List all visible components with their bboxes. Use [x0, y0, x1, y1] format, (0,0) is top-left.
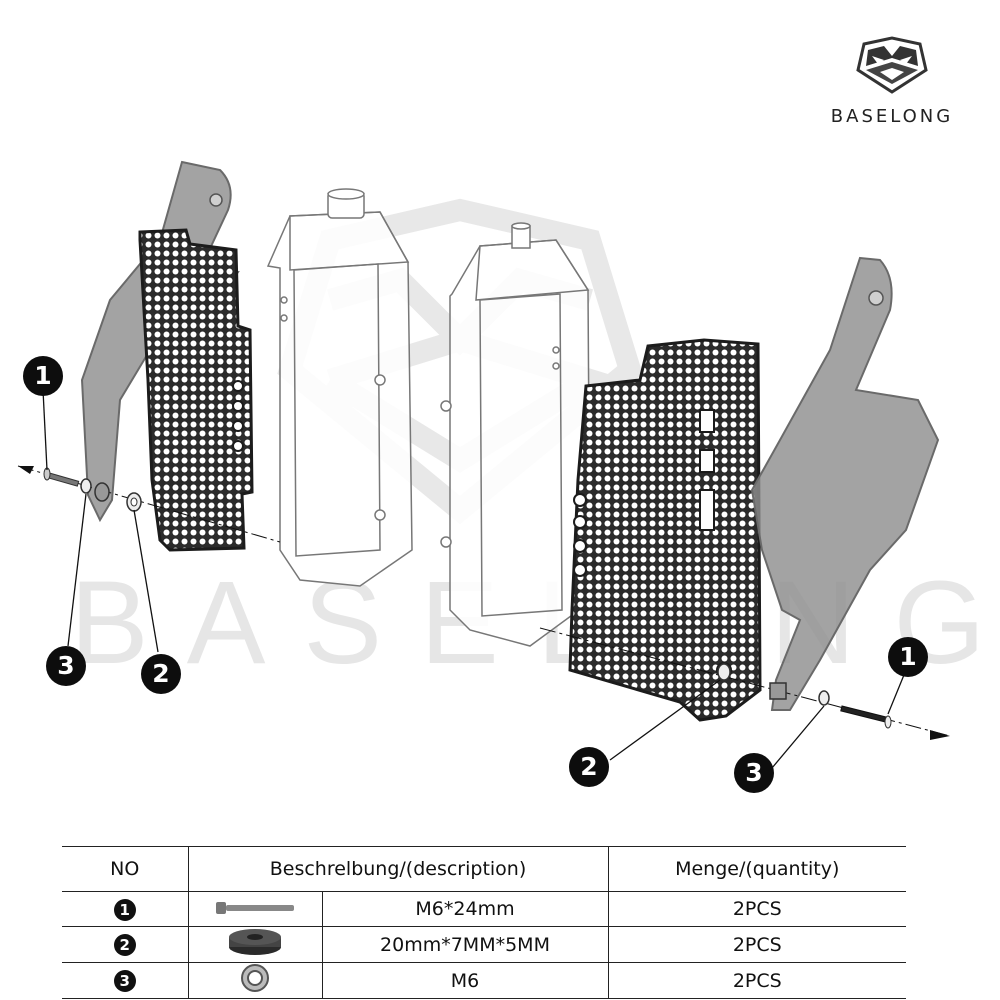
parts-table: NO Beschrelbung/(description) Menge/(qua… [62, 846, 906, 999]
callout-right-bolt: 1 [888, 637, 928, 677]
left-bolt [43, 467, 80, 487]
table-row: 2 20mm*7MM*5MM 2PCS [62, 926, 906, 963]
row-number: 2 [113, 934, 136, 956]
row-description: M6*24mm [321, 891, 608, 927]
row-number: 1 [113, 898, 136, 921]
table-row: 1 M6*24mm 2PCS [62, 891, 906, 927]
rubber-spacer-icon [187, 926, 322, 963]
left-grille [138, 228, 254, 552]
table-row: 3 M6 2PCS [62, 962, 906, 999]
callout-left-washer: 3 [46, 646, 86, 686]
table-header-row: NO Beschrelbung/(description) Menge/(qua… [62, 846, 906, 892]
bolt-icon [187, 891, 322, 927]
row-quantity: 2PCS [607, 926, 906, 963]
baselong-mask-logo-icon [856, 36, 928, 94]
row-description: 20mm*7MM*5MM [321, 926, 608, 963]
row-number-cell: 1 [62, 891, 188, 927]
row-quantity: 2PCS [607, 891, 906, 927]
header-no: NO [62, 846, 188, 892]
left-guard-mount-hole [209, 193, 223, 207]
row-quantity: 2PCS [607, 962, 906, 999]
header-quantity: Menge/(quantity) [607, 846, 906, 892]
right-radiator [440, 222, 591, 647]
left-grille-side-holes [232, 380, 244, 452]
right-guard-plate [750, 256, 940, 711]
row-description: M6 [321, 962, 608, 999]
right-axis-arrow [930, 730, 950, 740]
callout-leader-lines [42, 389, 907, 769]
row-number-cell: 3 [62, 962, 188, 999]
right-guard-mount-hole [868, 290, 884, 306]
left-axis-arrow [18, 466, 34, 474]
left-rubber-spacer [94, 482, 142, 512]
brand-name: BASELONG [830, 106, 954, 127]
row-number-cell: 2 [62, 926, 188, 963]
callout-left-bolt: 1 [23, 356, 63, 396]
left-radiator [266, 188, 413, 587]
exploded-diagram [17, 160, 951, 769]
callout-right-spacer: 2 [569, 747, 609, 787]
left-washer [80, 478, 92, 494]
callout-left-spacer: 2 [141, 654, 181, 694]
washer-icon [187, 962, 322, 999]
header-description: Beschrelbung/(description) [187, 846, 608, 892]
right-grille [568, 338, 762, 722]
row-number: 3 [113, 970, 136, 992]
right-rubber-spacer [717, 663, 787, 700]
brand-logo: BASELONG [806, 36, 978, 128]
right-bolt [840, 705, 892, 729]
right-washer [818, 690, 830, 706]
callout-right-washer: 3 [734, 753, 774, 793]
